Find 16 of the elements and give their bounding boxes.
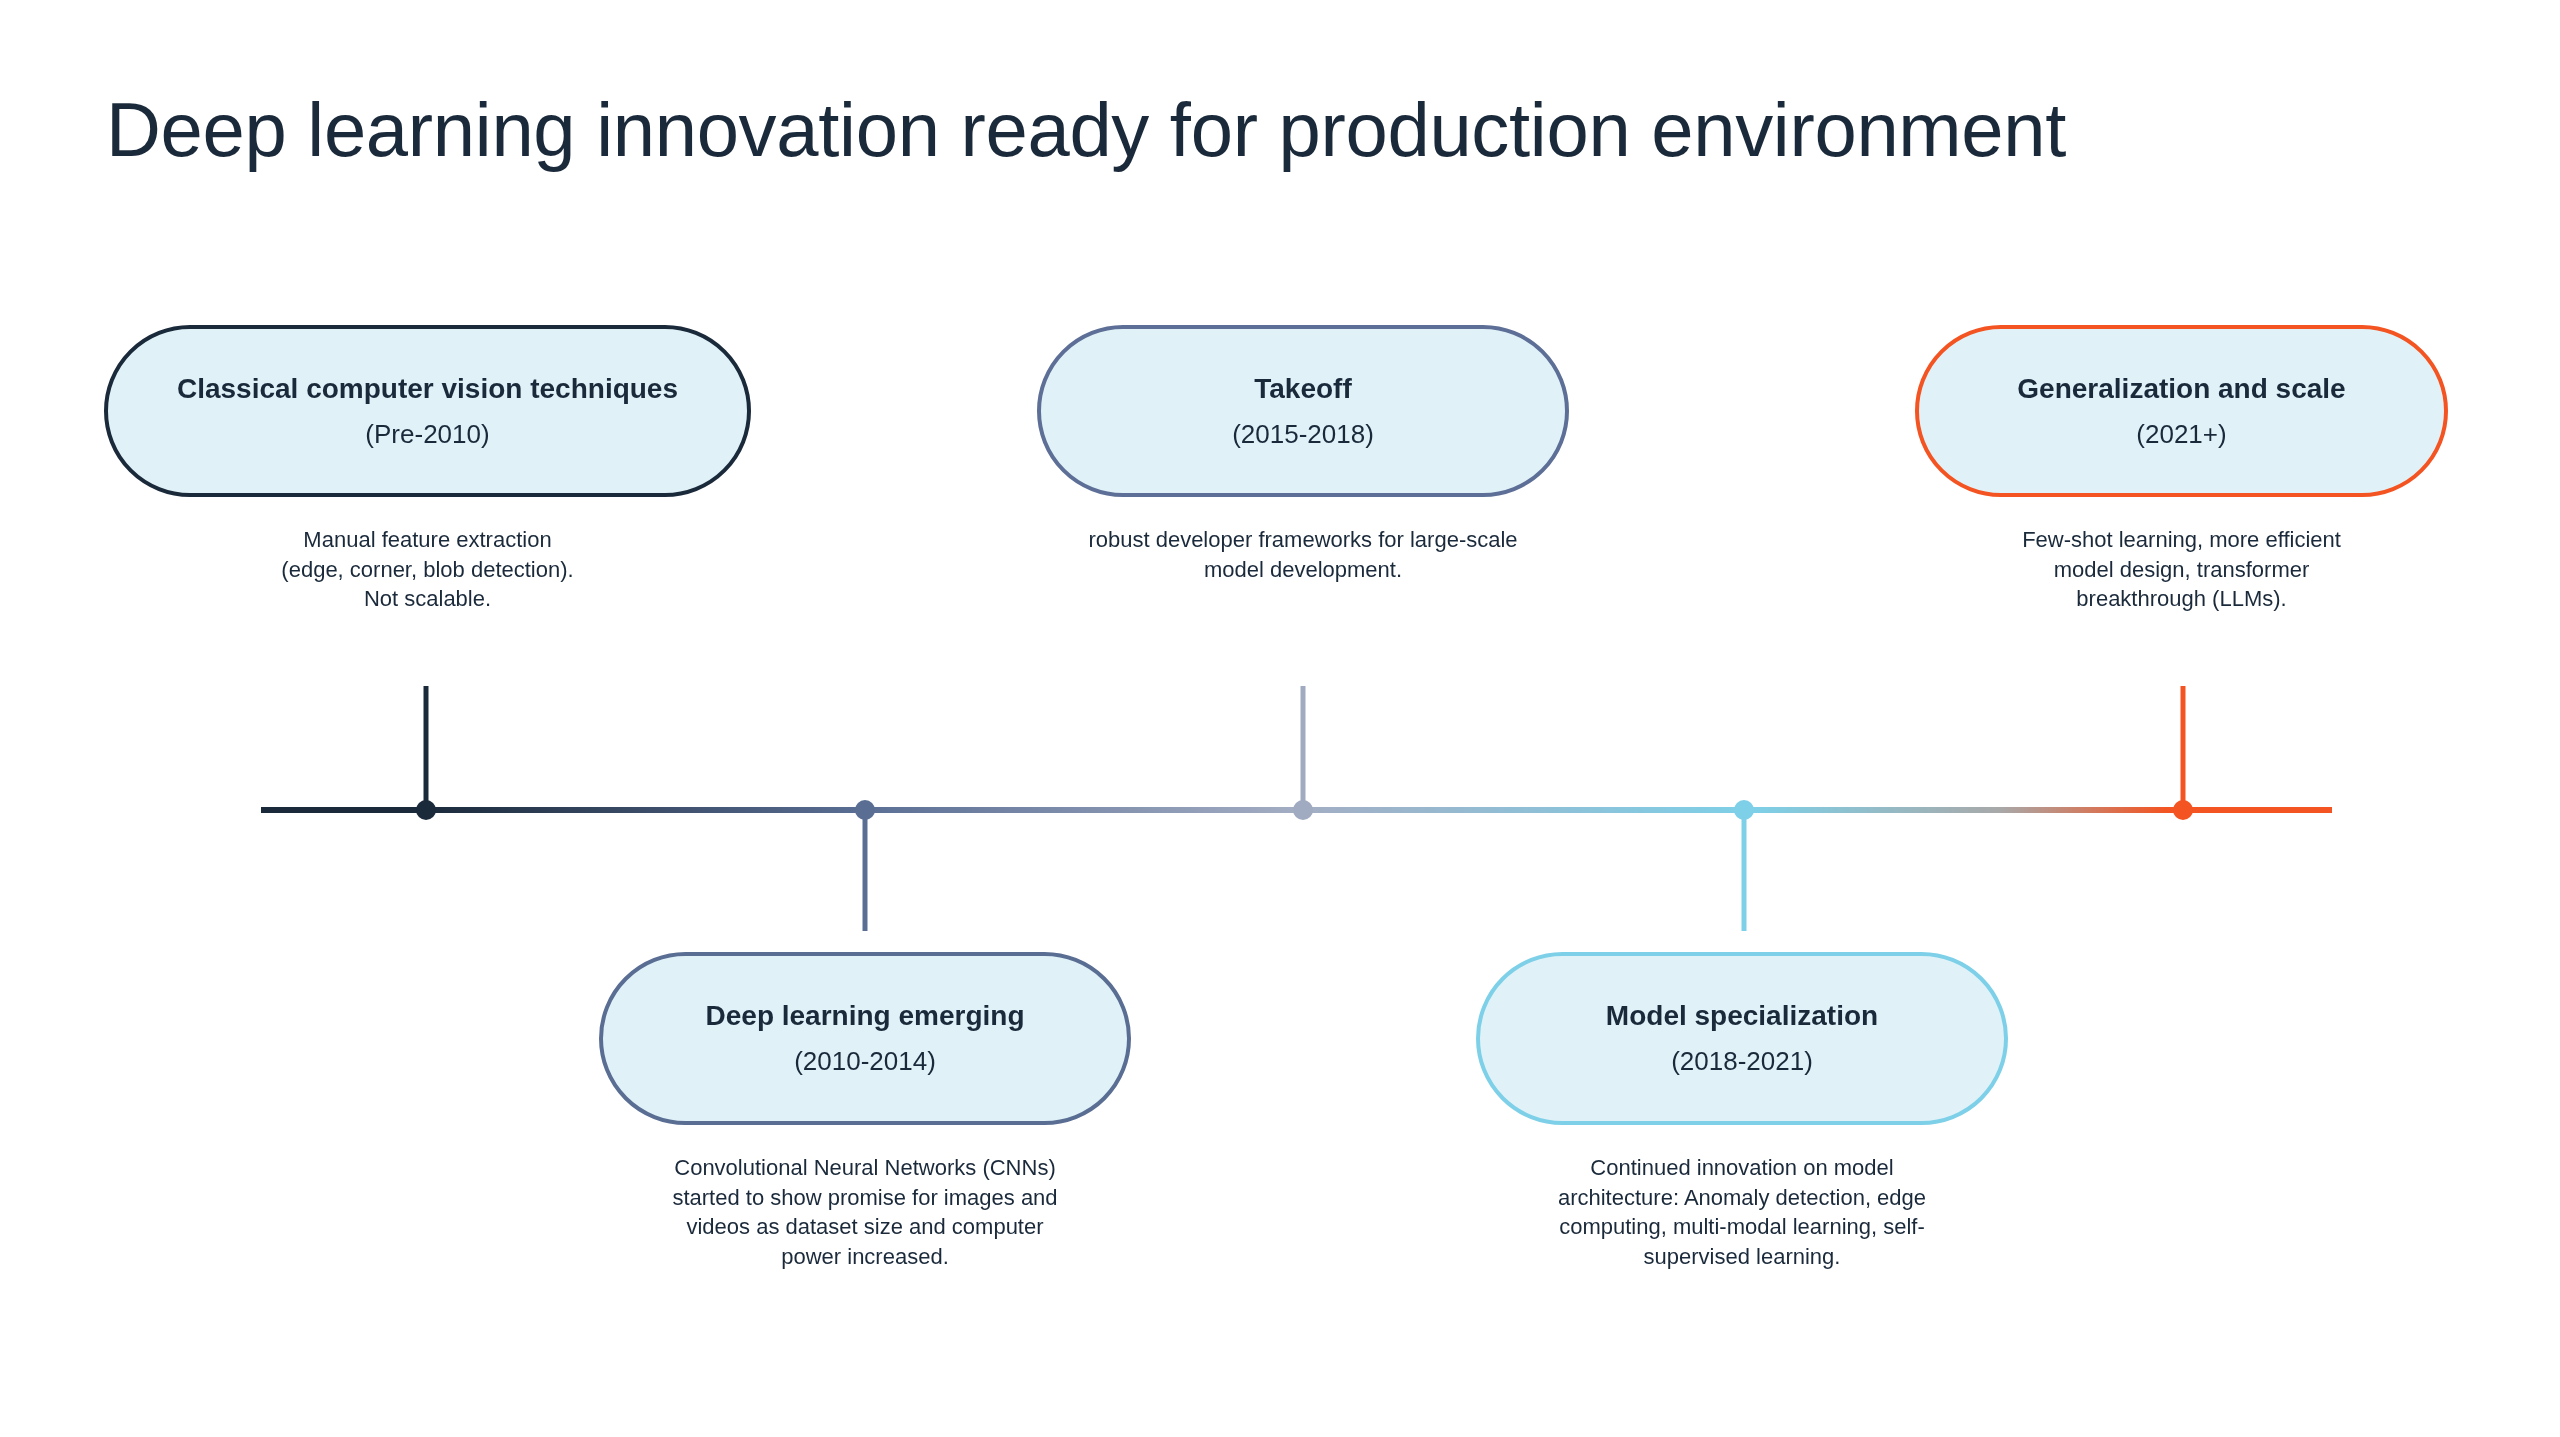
phase-description: Convolutional Neural Networks (CNNs) started to show promise for images and videos as dataset size and computer power increased. [671, 1154, 1059, 1271]
phase-title: Classical computer vision techniques [176, 371, 678, 406]
phase-period: (2010-2014) [794, 1045, 936, 1078]
phase-period: (2021+) [2136, 417, 2227, 451]
phase-period: (Pre-2010) [365, 417, 490, 451]
phase-description: Few-shot learning, more efficient model design, transformer breakthrough (LLMs). [2021, 526, 2342, 613]
phase-period: (2015-2018) [1232, 417, 1374, 451]
phase-description: Manual feature extraction (edge, corner, blob detection). Not scalable. [280, 526, 575, 613]
phase-title: Generalization and scale [2017, 371, 2346, 406]
phase-description: Continued innovation on model architecture: Anomaly detection, edge computing, multi-modal learning, self-supervised learning. [1556, 1154, 1928, 1271]
phase-title: Model specialization [1605, 999, 1879, 1033]
phase-title: Takeoff [1254, 371, 1352, 406]
phase-description: robust developer frameworks for large-scale model development. [1087, 526, 1519, 584]
phase-title: Deep learning emerging [705, 999, 1025, 1033]
slide-title: Deep learning innovation ready for production environment [106, 86, 2067, 174]
phase-period: (2018-2021) [1671, 1045, 1813, 1078]
